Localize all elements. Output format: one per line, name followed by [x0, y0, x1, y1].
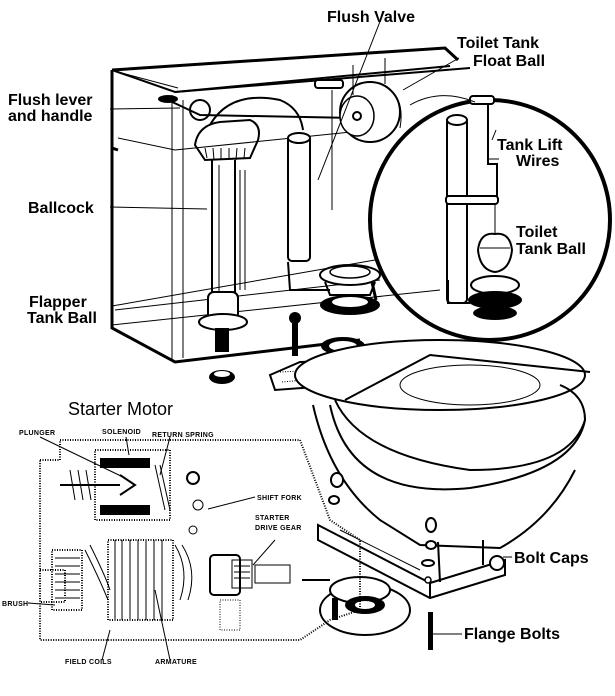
starter-motor-title: Starter Motor — [68, 399, 173, 419]
label-float-ball-line1: Toilet Tank — [457, 35, 539, 52]
toilet-labels: Flush Valve Toilet Tank Float Ball Flush… — [8, 9, 589, 643]
label-drive-gear-line1: STARTER — [255, 515, 290, 522]
label-armature: ARMATURE — [155, 659, 197, 666]
label-flapper-line1: Flapper — [29, 294, 87, 311]
label-drive-gear-line2: DRIVE GEAR — [255, 525, 302, 532]
label-tank-ball-line2: Tank Ball — [516, 241, 586, 258]
label-float-ball-line2: Float Ball — [473, 53, 545, 70]
label-return-spring: RETURN SPRING — [152, 432, 214, 439]
label-flush-lever-line2: and handle — [8, 108, 93, 125]
label-field-coils: FIELD COILS — [65, 659, 112, 666]
label-bolt-caps: Bolt Caps — [514, 550, 589, 567]
label-brush: BRUSH — [2, 601, 28, 608]
label-flush-lever-line1: Flush lever — [8, 92, 92, 109]
magnified-inset — [368, 95, 612, 342]
toilet-bowl — [268, 339, 591, 650]
ballcock-assembly — [193, 96, 304, 384]
label-tank-lift-line1: Tank Lift — [497, 137, 563, 154]
flush-valve — [319, 264, 381, 355]
starter-motor-drawing — [39, 439, 361, 641]
tank-bolt — [289, 312, 301, 356]
label-solenoid: SOLENOID — [102, 429, 141, 436]
label-tank-ball-line1: Toilet — [516, 224, 558, 241]
leader-lines — [27, 18, 512, 661]
label-flapper-line2: Tank Ball — [27, 310, 97, 327]
label-tank-lift-line2: Wires — [516, 153, 560, 170]
label-ballcock: Ballcock — [28, 200, 94, 217]
float-ball — [339, 58, 402, 143]
label-flush-valve: Flush Valve — [327, 9, 415, 26]
overflow-tube — [287, 132, 330, 291]
flush-lever — [158, 95, 356, 121]
toilet-tank — [110, 46, 471, 384]
floor-flange — [302, 576, 411, 636]
starter-motor-labels: Starter Motor PLUNGER SOLENOID RETURN SP… — [2, 399, 302, 666]
label-flange-bolts: Flange Bolts — [464, 626, 560, 643]
label-plunger: PLUNGER — [19, 430, 55, 437]
label-shift-fork: SHIFT FORK — [257, 495, 302, 502]
